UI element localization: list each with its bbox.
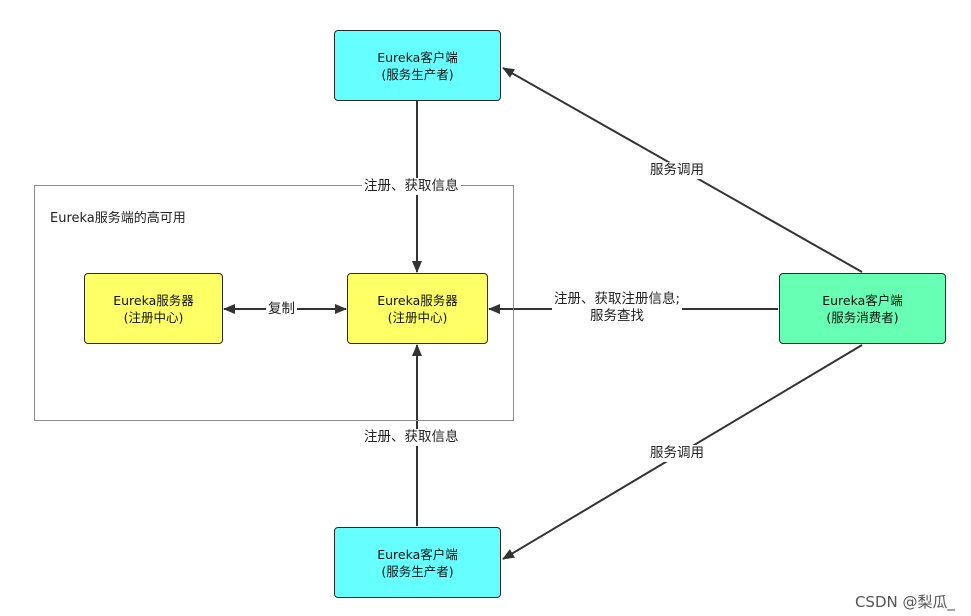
producer-top-node: Eureka客户端 (服务生产者) [334, 30, 501, 101]
edge-label-call-bottom: 服务调用 [648, 445, 706, 462]
ha-group-frame [34, 185, 514, 421]
ha-group-title: Eureka服务端的高可用 [50, 211, 186, 226]
edge-label-consumer-register-line2: 服务查找 [590, 308, 645, 324]
edge-label-call-top: 服务调用 [648, 162, 706, 179]
edge-label-bottom-register: 注册、获取信息 [362, 429, 461, 446]
server-left-title: Eureka服务器 [113, 292, 194, 308]
consumer-title: Eureka客户端 [822, 292, 903, 308]
edge-label-consumer-register-line1: 注册、获取注册信息; [554, 291, 681, 307]
watermark-text: CSDN @梨瓜_ [854, 593, 955, 611]
producer-bottom-node: Eureka客户端 (服务生产者) [334, 527, 501, 598]
edge-label-consumer-register: 注册、获取注册信息; 服务查找 [552, 291, 683, 325]
producer-top-title: Eureka客户端 [377, 49, 458, 65]
edge-label-top-register: 注册、获取信息 [362, 178, 461, 195]
server-center-node: Eureka服务器 (注册中心) [347, 273, 488, 344]
server-left-role: (注册中心) [123, 309, 184, 325]
server-center-role: (注册中心) [387, 309, 448, 325]
producer-bottom-title: Eureka客户端 [377, 546, 458, 562]
consumer-role: (服务消费者) [826, 309, 899, 325]
server-center-title: Eureka服务器 [377, 292, 458, 308]
server-left-node: Eureka服务器 (注册中心) [84, 273, 223, 344]
producer-bottom-role: (服务生产者) [381, 563, 454, 579]
consumer-node: Eureka客户端 (服务消费者) [779, 273, 946, 344]
producer-top-role: (服务生产者) [381, 66, 454, 82]
edge-label-replicate: 复制 [266, 301, 297, 318]
